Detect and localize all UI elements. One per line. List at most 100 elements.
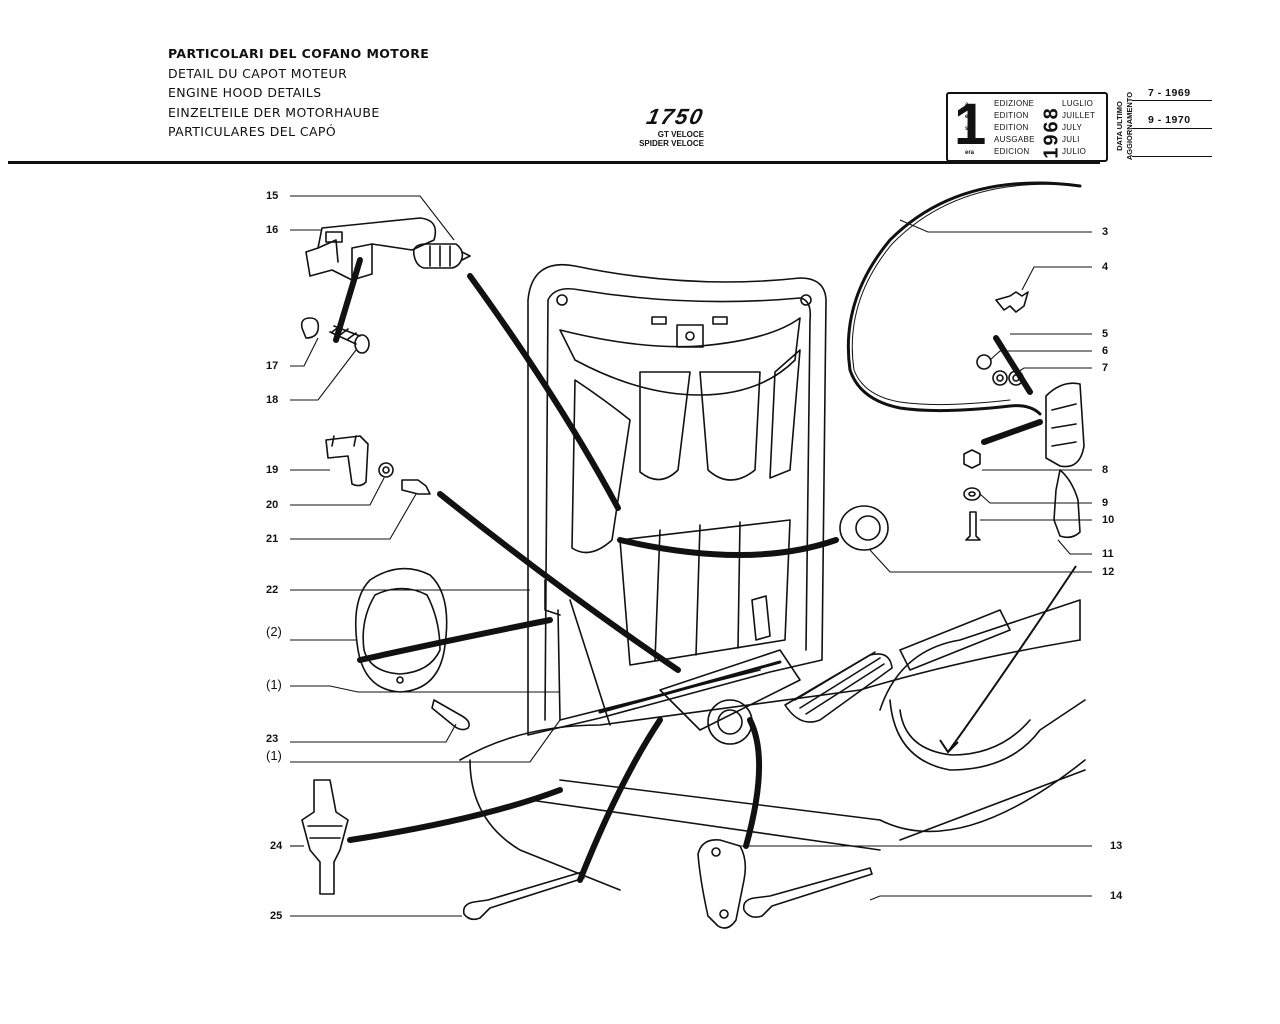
part-15-pin [412,243,464,269]
engine-block [659,649,801,731]
callout-9: 9 [1102,497,1109,509]
month-de: JULI [1062,135,1080,144]
part-5-nut [976,354,992,370]
ordinal-fr: ere [965,114,975,120]
update-line-1 [1132,100,1212,101]
update-line-2 [1132,128,1212,129]
callout-22: 22 [266,584,279,596]
hood-prop-rod [557,599,611,726]
callout-10: 10 [1102,514,1115,526]
callout-19: 19 [266,464,279,476]
month-en: JULY [1062,123,1083,132]
body-cowl [459,639,1081,761]
edition-label-es: EDICION [994,147,1030,156]
callout-17: 17 [266,360,279,372]
part-2-shield [354,567,448,693]
callout-21: 21 [266,533,279,545]
hood-rib-lower [619,519,791,666]
header-rule [8,161,1100,164]
callout-8: 8 [1102,464,1109,476]
arrow-latch-to-hood [467,273,621,511]
variant-spider: SPIDER VELOCE [639,139,704,148]
part-3-cable [846,181,1082,416]
callout-14: 14 [1110,890,1123,902]
callout-2-shield: (2) [266,624,282,639]
part-4-spring [995,291,1029,313]
callout-13: 13 [1110,840,1123,852]
body-windscreen-frame [889,699,1086,771]
callout-5: 5 [1102,328,1109,340]
arrow-screw-to-bracket [333,257,363,343]
update-line-3 [1132,156,1212,157]
part-18-screw [329,325,361,345]
hood-rib-center-left [639,371,691,481]
arrow-rivet-to-body [577,717,663,883]
part-16-bracket [305,217,437,281]
hood-rib-lower-div [654,521,741,661]
part-10-bolt [965,511,981,541]
edition-box: 1 a ere st . era EDIZIONE EDITION EDITIO… [946,92,1108,162]
callout-11: 11 [1102,548,1114,560]
edition-months: LUGLIO JUILLET JULY JULI JULIO [1062,98,1095,158]
arrow-bolt-to-latch [981,419,1043,445]
callout-4: 4 [1102,261,1109,273]
update-date-1: 7 - 1969 [1148,87,1191,99]
arrow-bolt-to-hinge [437,491,681,673]
part-24-clip [301,779,349,895]
callout-12: 12 [1102,566,1115,578]
edition-label-de: AUSGABE [994,135,1035,144]
hood-latch-plate [676,324,704,348]
model-block: 1750 GT VELOCE SPIDER VELOCE [622,104,707,148]
title-block: PARTICOLARI DEL COFANO MOTORE DETAIL DU … [168,44,429,142]
month-it: LUGLIO [1062,99,1094,108]
ordinal-de: . [965,138,967,144]
edition-number: 1 [954,92,987,157]
hood-panel [527,264,827,736]
callout-20: 20 [266,499,279,511]
arrow-plate-to-body [743,717,763,849]
callout-25: 25 [270,910,283,922]
part-11-strip [1053,469,1081,539]
callout-24: 24 [270,840,283,852]
edition-labels: EDIZIONE EDITION EDITION AUSGABE EDICION [994,98,1035,158]
part-14-rivet [742,867,873,918]
month-es: JULIO [1062,147,1087,156]
callout-1-lower: (1) [266,748,282,763]
callout-15: 15 [266,190,279,202]
part-23-bolt [431,699,470,731]
part-13-plate [697,838,747,929]
arrow-washers-to-latch [993,335,1033,395]
ordinal-es: era [965,150,975,156]
part-17-clip [300,317,320,339]
hood-rib-top [559,317,801,396]
month-fr: JUILLET [1062,111,1096,120]
arrow-strip-to-windscreen [947,565,1077,753]
title-english: ENGINE HOOD DETAILS [168,85,322,100]
arrow-clip-to-body [347,787,563,843]
hood-latch-body [1045,382,1085,468]
part-20-washer [378,462,394,478]
update-date-2: 9 - 1970 [1148,114,1191,126]
callout-16: 16 [266,224,279,236]
callout-7: 7 [1102,362,1109,374]
hood-rib-left [571,379,631,554]
hood-rib-right [769,349,801,479]
callout-6: 6 [1102,345,1109,357]
part-21-bolt [401,479,431,495]
arrow-shield-to-hinge [357,617,553,663]
hood-rib-center-right [699,371,761,481]
body-side [879,759,1086,841]
edition-ordinals: a ere st . era [965,99,974,159]
title-spanish: PARTICULARES DEL CAPÓ [168,124,337,139]
engine-air-cleaner [784,653,893,723]
ordinal-it: a [965,102,969,108]
part-19-bracket [325,435,369,487]
edition-label-it: EDIZIONE [994,99,1035,108]
arrow-grommet-to-hood [617,537,839,558]
body-fender-line [469,759,621,891]
title-french: DETAIL DU CAPOT MOTEUR [168,65,348,81]
callout-1-upper: (1) [266,677,282,692]
part-12-grommet [839,505,889,551]
